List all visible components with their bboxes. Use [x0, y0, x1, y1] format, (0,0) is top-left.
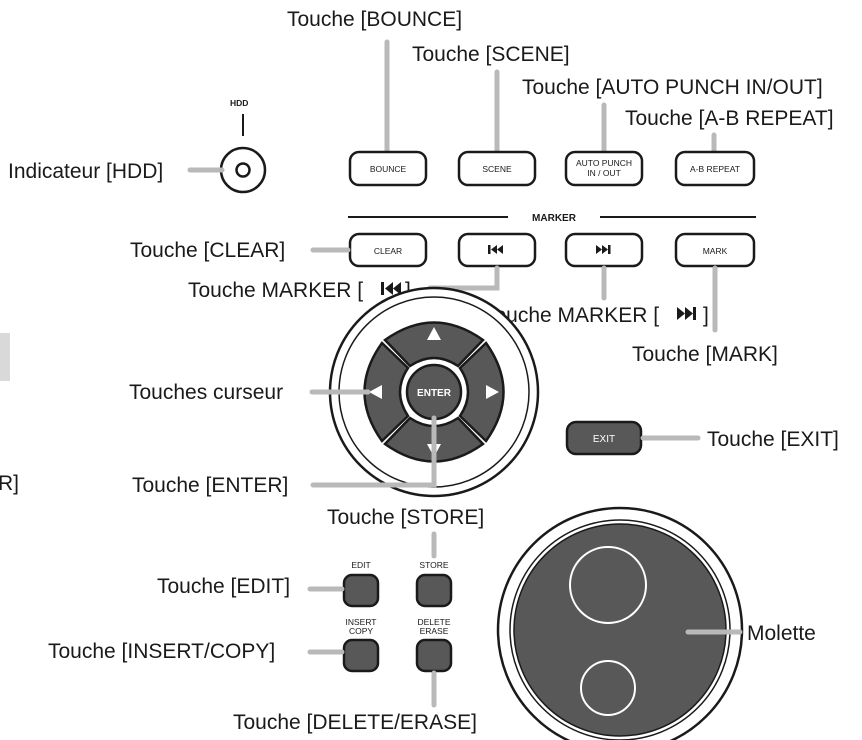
store-panel-label: STORE — [419, 560, 448, 570]
leader-enter — [310, 415, 437, 488]
hdd-indicator-led — [235, 162, 251, 178]
enter-button[interactable]: ENTER — [405, 363, 463, 421]
skip-back-icon — [488, 245, 503, 254]
svg-text:Touche MARKER [: Touche MARKER [ — [188, 279, 363, 302]
hdd-panel-label: HDD — [230, 98, 248, 108]
label-delete-erase: Touche [DELETE/ERASE] — [233, 711, 477, 734]
insert-panel-label-1: INSERT — [345, 617, 376, 627]
auto-punch-button-label-1: AUTO PUNCH — [576, 158, 632, 168]
enter-button-label: ENTER — [417, 388, 452, 399]
ab-repeat-button-label: A-B REPEAT — [690, 164, 740, 174]
edit-button[interactable] — [342, 573, 380, 608]
insert-copy-button[interactable] — [342, 638, 380, 673]
partial-panel-edge — [0, 333, 10, 381]
arrow-up-icon — [427, 327, 441, 340]
bounce-button-label: BOUNCE — [370, 164, 407, 174]
partial-left-label: R] — [0, 472, 19, 495]
label-marker-next: Touche MARKER [ ] — [484, 304, 709, 327]
marker-next-button[interactable] — [564, 232, 644, 268]
label-hdd-indicator: Indicateur [HDD] — [8, 160, 163, 183]
label-enter: Touche [ENTER] — [132, 474, 288, 497]
auto-punch-button[interactable]: AUTO PUNCH IN / OUT — [564, 150, 644, 187]
label-cursor: Touches curseur — [129, 381, 283, 404]
store-button[interactable] — [415, 573, 453, 608]
delete-panel-label-1: DELETE — [417, 617, 450, 627]
cursor-left-button[interactable] — [363, 341, 410, 443]
edit-panel-label: EDIT — [351, 560, 370, 570]
svg-text:Touche MARKER [: Touche MARKER [ — [484, 304, 659, 327]
arrow-right-icon — [486, 385, 499, 399]
scene-button-label: SCENE — [482, 164, 512, 174]
label-marker-prev: Touche MARKER [ ] — [188, 279, 411, 302]
exit-button[interactable]: EXIT — [565, 420, 643, 456]
cursor-right-button[interactable] — [458, 341, 505, 443]
label-edit: Touche [EDIT] — [157, 575, 290, 598]
mark-button[interactable]: MARK — [674, 232, 756, 268]
jog-dial[interactable] — [496, 506, 744, 740]
marker-section-label: MARKER — [532, 213, 577, 224]
delete-erase-button[interactable] — [415, 638, 453, 673]
cursor-up-button[interactable] — [383, 321, 485, 368]
label-auto-punch: Touche [AUTO PUNCH IN/OUT] — [522, 76, 823, 99]
delete-panel-label-2: ERASE — [420, 626, 449, 636]
clear-button[interactable]: CLEAR — [348, 232, 428, 268]
marker-prev-button[interactable] — [457, 232, 537, 268]
scene-button[interactable]: SCENE — [457, 150, 537, 187]
jog-dial-upper-ring — [569, 546, 647, 624]
arrow-left-icon — [369, 385, 382, 399]
label-clear: Touche [CLEAR] — [130, 239, 285, 262]
mark-button-label: MARK — [703, 246, 728, 256]
label-exit: Touche [EXIT] — [707, 428, 839, 451]
label-bounce: Touche [BOUNCE] — [287, 8, 462, 31]
skip-forward-icon — [596, 245, 611, 254]
svg-text:]: ] — [703, 304, 709, 327]
label-mark: Touche [MARK] — [632, 343, 778, 366]
leader-marker-prev — [427, 265, 500, 291]
auto-punch-button-label-2: IN / OUT — [587, 168, 621, 178]
label-insert-copy: Touche [INSERT/COPY] — [48, 640, 275, 663]
bounce-button[interactable]: BOUNCE — [348, 150, 428, 187]
clear-button-label: CLEAR — [374, 246, 402, 256]
jog-dial-finger-dimple — [580, 660, 636, 716]
ab-repeat-button[interactable]: A-B REPEAT — [674, 150, 756, 187]
label-dial: Molette — [747, 622, 816, 645]
label-store: Touche [STORE] — [327, 506, 484, 529]
exit-button-label: EXIT — [593, 434, 615, 445]
label-ab-repeat: Touche [A-B REPEAT] — [625, 107, 834, 130]
label-scene: Touche [SCENE] — [412, 43, 570, 66]
insert-panel-label-2: COPY — [349, 626, 373, 636]
